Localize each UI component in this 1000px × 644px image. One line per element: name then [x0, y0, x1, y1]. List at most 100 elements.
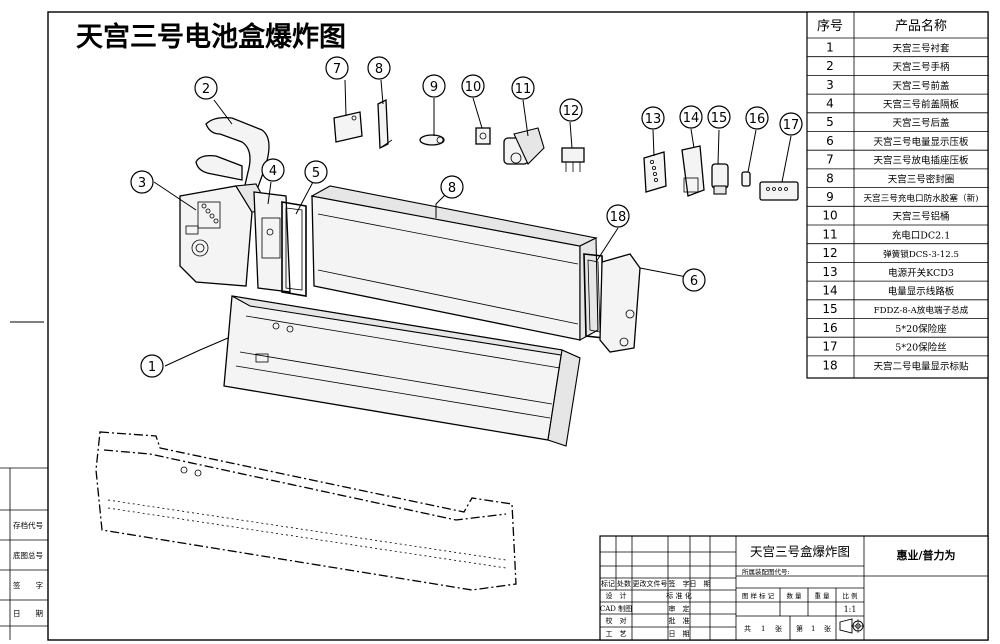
part-8-gasket-front	[281, 201, 307, 297]
base-drawing-no-label: 底图总号	[13, 550, 43, 560]
bom-header-no: 序号	[817, 19, 843, 34]
callout-number: 15	[711, 111, 728, 126]
callout-number: 11	[515, 82, 532, 97]
date-label: 日 期	[13, 609, 43, 618]
bom-row-number: 15	[822, 302, 837, 316]
bom-row-number: 4	[826, 96, 834, 110]
callout-balloon	[745, 106, 769, 130]
bom-row-name: 5*20保险丝	[895, 342, 946, 354]
bom-row-name: 天宫三号后盖	[892, 117, 950, 129]
bom-row-name: 天宫三号衬套	[892, 42, 950, 54]
callout-balloon	[422, 74, 446, 98]
drawing-name: 天宫三号盒爆炸图	[750, 544, 850, 559]
callout-number: 2	[202, 82, 210, 97]
bom-row-number: 8	[826, 171, 834, 185]
rev-doc-header: 更改文件号	[633, 579, 668, 588]
bom-row-name: 天宫三号充电口防水胶塞（新)	[863, 192, 978, 204]
part-12-spring-lock	[503, 127, 545, 165]
callout-number: 9	[430, 80, 438, 95]
bom-row-number: 13	[822, 265, 837, 279]
bom-row-name: 天宫三号手柄	[892, 61, 949, 73]
callout-balloon	[367, 56, 391, 80]
designer-label: 设 计	[606, 591, 627, 600]
callout-number: 13	[645, 112, 662, 127]
part-18-display-label	[759, 181, 799, 201]
part-5-rear-cover	[599, 253, 641, 353]
checker-label: 校 对	[606, 616, 627, 625]
part-10-aluminum-tube	[310, 185, 599, 341]
rev-sign-header: 签 字	[669, 579, 690, 588]
rev-mark-header: 标记	[601, 579, 615, 588]
bom-row-number: 16	[822, 321, 837, 335]
company-name: 惠业/普力为	[896, 548, 955, 562]
projection-symbol-icon	[839, 618, 864, 634]
callout-number: 16	[749, 112, 766, 127]
callout-balloon	[325, 56, 349, 80]
title-block: 标记 处数 更改文件号 签 字 日 期 设 计 标 准 化 CAD 制图 审 定…	[599, 535, 989, 641]
bom-row-number: 18	[822, 358, 837, 372]
sheet-no-prefix: 第	[796, 624, 803, 633]
callout-number: 4	[269, 164, 277, 179]
callout-number: 6	[690, 274, 698, 289]
callout-balloon	[641, 106, 665, 130]
leader-lines	[153, 79, 792, 367]
bom-row-number: 12	[822, 246, 837, 260]
bom-row-number: 11	[822, 227, 837, 241]
drawing-title: 天宫三号电池盒爆炸图	[76, 21, 346, 53]
bom-row-name: 天宫二号电量显示标贴	[873, 360, 969, 372]
callout-balloon	[440, 175, 464, 199]
bom-row-name: 天宫三号铝桶	[892, 211, 949, 223]
bom-row-name: 弹簧锁DCS-3-12.5	[883, 248, 959, 260]
bom-row-number: 6	[826, 134, 834, 148]
callout-balloon	[194, 76, 218, 100]
part-1-dashed-outline	[95, 431, 517, 591]
callout-number: 10	[465, 80, 482, 95]
part-14-display-board	[643, 151, 667, 193]
bom-row-number: 5	[826, 115, 834, 129]
part-13-power-switch	[561, 147, 585, 172]
bom-row-name: 充电口DC2.1	[892, 229, 951, 241]
bom-row-name: FDDZ-8-A放电端子总成	[874, 304, 969, 316]
callout-balloon	[679, 105, 703, 129]
callout-balloon	[304, 160, 328, 184]
part-6-display-plate	[333, 111, 363, 143]
bom-row-number: 7	[826, 153, 834, 167]
bom-row-name: 5*20保险座	[895, 323, 947, 335]
assembly-code-label: 所属装配图代号:	[742, 567, 790, 576]
callout-number: 18	[610, 210, 627, 225]
callout-number: 7	[333, 62, 341, 77]
archive-strip: 存档代号 底图总号 签 字 日 期	[0, 467, 48, 640]
callout-number: 3	[138, 176, 146, 191]
standardization-label: 标 准 化	[666, 591, 691, 600]
bom-row-number: 2	[826, 59, 834, 73]
bom-row-name: 天宫三号前盖	[892, 80, 950, 92]
bom-row-number: 3	[826, 78, 834, 92]
bom-row-name: 电量显示线路板	[888, 285, 955, 297]
bom-row-number: 14	[822, 283, 837, 297]
bom-row-number: 10	[822, 209, 837, 223]
callout-balloon	[511, 76, 535, 100]
scale-header: 比 例	[842, 591, 857, 600]
quantity-header: 数 量	[786, 591, 802, 600]
part-17-fuse	[741, 171, 751, 187]
part-7-socket-plate	[377, 98, 393, 150]
bom-row-name: 天宫三号前盖隔板	[883, 98, 960, 110]
callout-number: 17	[783, 118, 800, 133]
sample-mark-header: 图 样 标 记	[742, 591, 775, 600]
cad-drafting-label: CAD 制图	[600, 604, 632, 613]
bom-row-number: 9	[826, 190, 834, 204]
scale-value: 1:1	[844, 605, 857, 614]
part-4-partition	[253, 191, 291, 293]
sheet-no: 1	[811, 625, 815, 633]
callout-balloon	[140, 354, 164, 378]
callout-balloon	[461, 74, 485, 98]
sheet-total: 1	[761, 625, 765, 633]
bom-row-name: 天宫三号电量显示压板	[873, 136, 969, 148]
sheet-total-suffix: 张	[775, 624, 782, 633]
rev-date-header: 日 期	[690, 580, 711, 588]
bom-header-name: 产品名称	[895, 18, 947, 34]
part-1-bushing	[223, 295, 581, 447]
rev-count-header: 处数	[617, 579, 631, 588]
